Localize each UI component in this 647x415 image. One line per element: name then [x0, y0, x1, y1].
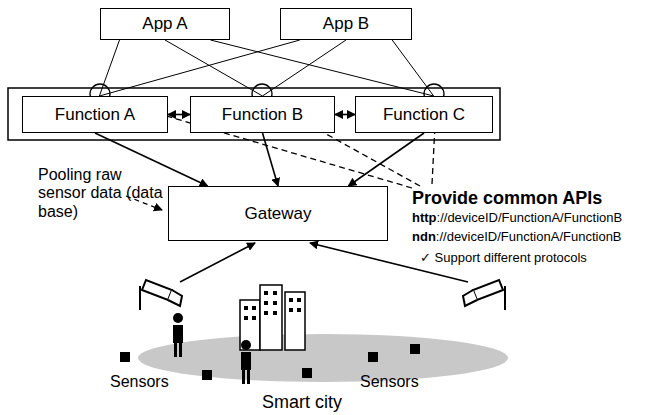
connector: [335, 114, 355, 116]
protocol-name: ndn: [412, 229, 436, 244]
function-box: Function B: [190, 96, 335, 133]
connector: [392, 40, 433, 96]
function-group-box: [8, 88, 500, 140]
city-label: Smart city: [262, 392, 342, 413]
app-box: App A: [100, 8, 230, 40]
camera-left: [140, 280, 182, 310]
protocol-name: http: [412, 210, 437, 225]
city-ground: [138, 334, 508, 382]
connector: [211, 40, 434, 96]
node-text: Gateway: [244, 204, 311, 224]
connector: [263, 133, 279, 186]
node-text: Function A: [55, 105, 135, 125]
sensor-label: Sensors: [110, 373, 169, 391]
function-box: Function C: [355, 96, 493, 133]
connector: [99, 40, 119, 96]
support-note: ✓ Support different protocols: [420, 250, 587, 265]
api-title: Provide common APIs: [412, 188, 602, 209]
connector: [348, 133, 424, 186]
camera-right: [463, 280, 505, 310]
node-text: Function C: [383, 105, 465, 125]
connector: [99, 40, 299, 96]
sensor-label: Sensors: [360, 373, 419, 391]
connector: [165, 40, 263, 96]
connector: [263, 40, 347, 96]
people: [173, 313, 251, 384]
api-path: ://deviceID/FunctionA/FunctionB: [436, 229, 622, 244]
node-text: App B: [323, 14, 369, 34]
building-windows: [244, 291, 301, 320]
function-box: Function A: [22, 96, 168, 133]
api-path: ://deviceID/FunctionA/FunctionB: [437, 210, 623, 225]
node-text: App A: [142, 14, 187, 34]
gateway-box: Gateway: [168, 186, 388, 241]
pool-note: Pooling raw sensor data (data base): [38, 166, 164, 221]
node-text: Function B: [222, 105, 303, 125]
app-box: App B: [280, 8, 412, 40]
buildings: [240, 285, 305, 350]
connector: [168, 114, 190, 116]
